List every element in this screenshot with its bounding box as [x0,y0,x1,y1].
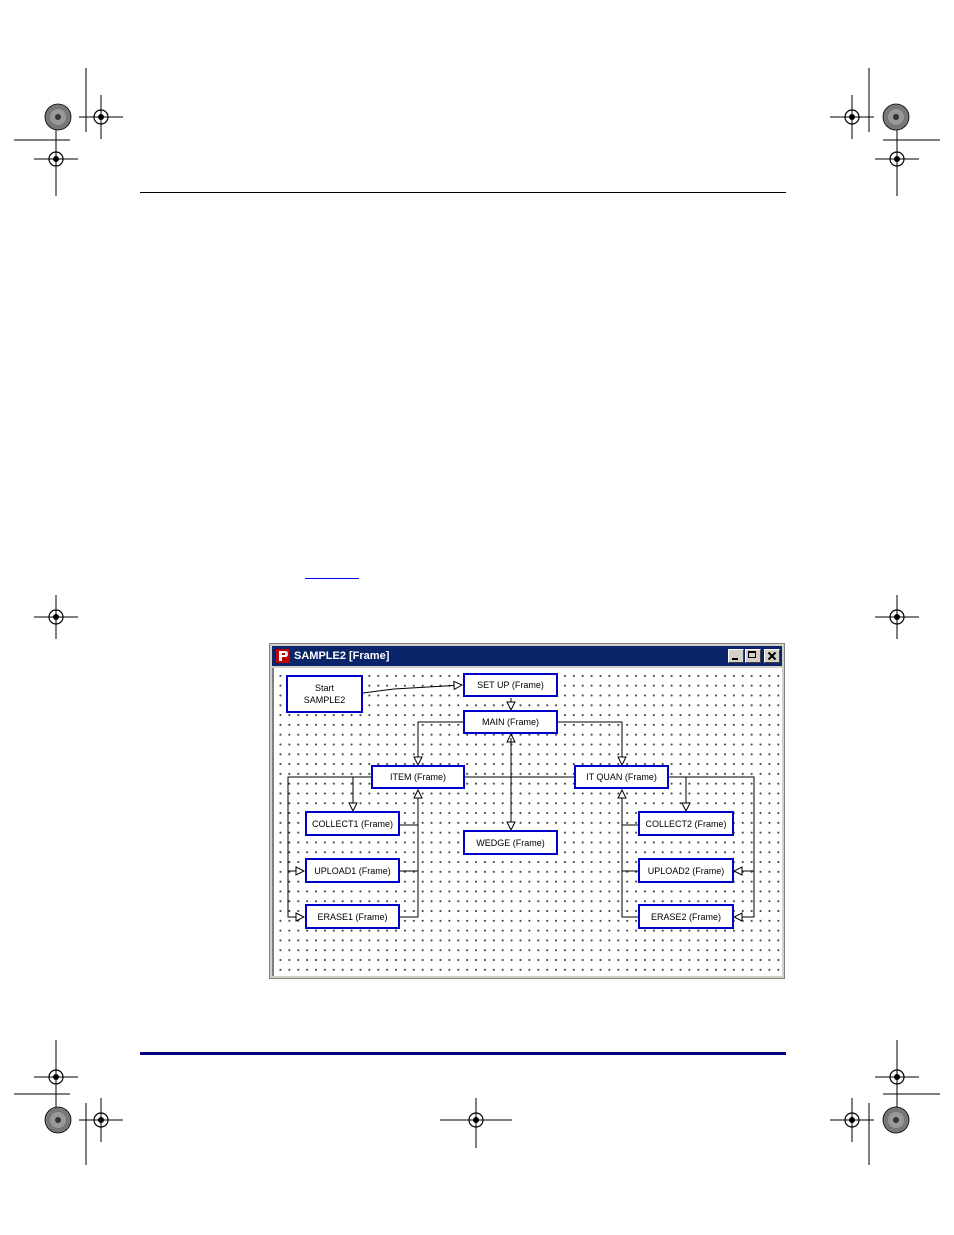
node-collect1[interactable]: COLLECT1 (Frame) [305,811,400,836]
title-bar[interactable]: SAMPLE2 [Frame] [272,646,782,666]
node-start-line1: Start [304,682,346,694]
registration-target-icon [34,595,78,639]
node-wedge[interactable]: WEDGE (Frame) [463,830,558,855]
crop-mark-bottom-right [869,1040,940,1165]
connector-main-itquan [557,722,622,765]
node-setup[interactable]: SET UP (Frame) [463,673,558,697]
node-collect2[interactable]: COLLECT2 (Frame) [638,811,734,836]
frame-window[interactable]: SAMPLE2 [Frame] [269,643,785,979]
crop-mark-bottom-left [14,1040,86,1165]
registration-target-icon [34,137,78,181]
connector-item-collect1 [353,777,372,811]
node-erase1-label: ERASE1 (Frame) [317,911,387,923]
node-upload1-label: UPLOAD1 (Frame) [314,865,391,877]
node-item-label: ITEM (Frame) [390,771,446,783]
node-erase2[interactable]: ERASE2 (Frame) [638,904,734,929]
node-start-line2: SAMPLE2 [304,694,346,706]
window-title: SAMPLE2 [Frame] [294,649,389,663]
node-itquan-label: IT QUAN (Frame) [586,771,657,783]
star-target-icon [883,104,909,130]
maximize-button[interactable] [745,649,761,663]
node-erase2-label: ERASE2 (Frame) [651,911,721,923]
registration-target-icon [830,95,874,139]
node-item[interactable]: ITEM (Frame) [371,765,465,789]
close-button[interactable] [764,649,780,663]
node-upload2[interactable]: UPLOAD2 (Frame) [638,858,734,883]
node-wedge-label: WEDGE (Frame) [476,837,545,849]
node-itquan[interactable]: IT QUAN (Frame) [574,765,669,789]
registration-target-icon [875,595,919,639]
star-target-icon [883,1107,909,1133]
node-collect1-label: COLLECT1 (Frame) [312,818,393,830]
node-main-label: MAIN (Frame) [482,716,539,728]
registration-target-icon [34,1055,78,1099]
node-setup-label: SET UP (Frame) [477,679,544,691]
connector-itquan-collect2 [668,777,686,811]
node-main[interactable]: MAIN (Frame) [463,710,558,734]
minimize-button[interactable] [728,649,744,663]
star-target-icon [45,1107,71,1133]
node-upload1[interactable]: UPLOAD1 (Frame) [305,858,400,883]
node-upload2-label: UPLOAD2 (Frame) [648,865,725,877]
registration-target-icon [875,137,919,181]
connector-item-erase1 [288,777,372,917]
star-target-icon [45,104,71,130]
crop-mark-top-right [869,68,940,196]
connector-itquan-erase2 [668,777,754,917]
connector-main-item [418,722,463,765]
registration-target-icon [830,1098,874,1142]
registration-target-icon [875,1055,919,1099]
crop-mark-top-left [14,68,86,196]
node-erase1[interactable]: ERASE1 (Frame) [305,904,400,929]
connector-start-setup [363,685,462,693]
node-collect2-label: COLLECT2 (Frame) [645,818,726,830]
app-logo-icon [276,649,290,663]
